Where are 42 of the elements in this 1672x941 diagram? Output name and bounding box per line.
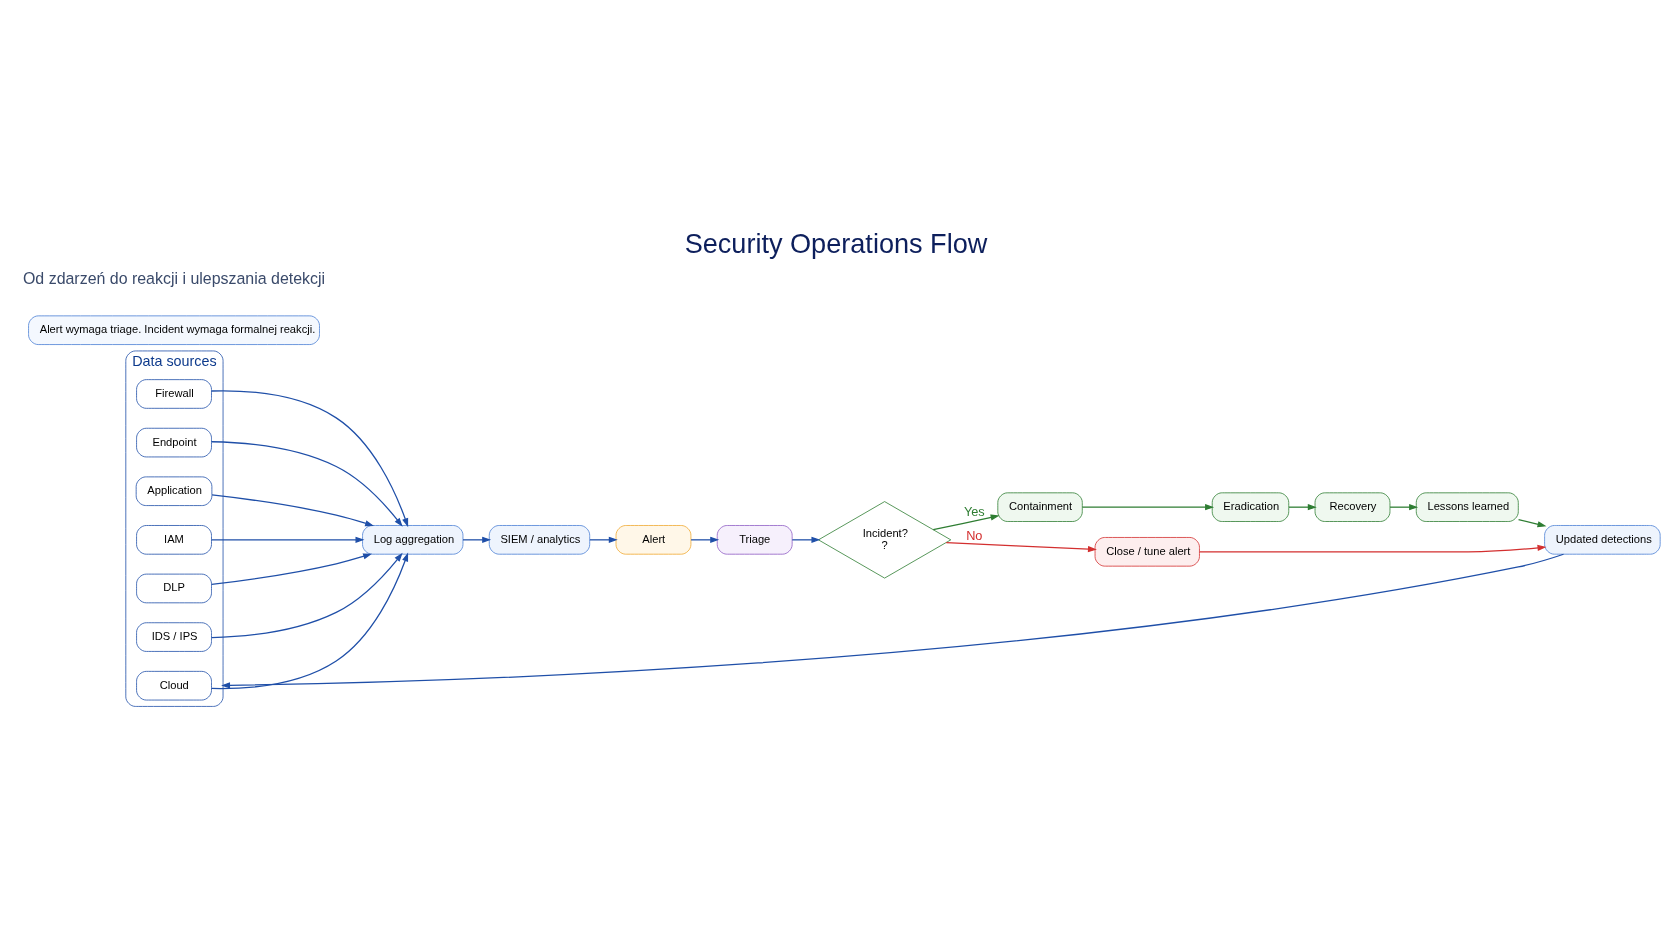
arrow: [1288, 504, 1317, 511]
node-box: Containment: [997, 492, 1083, 522]
node-box: IAM: [136, 525, 212, 555]
node-box: Alert: [615, 525, 692, 555]
node-box: Eradication: [1211, 492, 1290, 522]
arrow: [1081, 504, 1215, 511]
arrow: [210, 390, 409, 528]
node-diamond: Incident? ?: [818, 501, 952, 579]
diagram-title: Security Operations Flow: [684, 228, 988, 260]
arrow: [211, 536, 365, 543]
arrow: [211, 552, 403, 639]
arrow: [211, 441, 403, 527]
node-box: Cloud: [136, 670, 212, 701]
arrow: [791, 536, 821, 543]
node-box: Log aggregation: [362, 525, 464, 555]
arrow: [211, 553, 373, 586]
arrow: [462, 536, 492, 543]
node-box: Updated detections: [1544, 525, 1661, 555]
arrow: [690, 536, 720, 543]
arrow: [221, 553, 1565, 689]
node-box: Close / tune alert: [1094, 537, 1200, 567]
node-box: DLP: [136, 573, 212, 604]
node-box: Triage: [716, 525, 793, 555]
arrow: [589, 536, 618, 543]
arrow: [1389, 504, 1419, 511]
label: Od zdarzeń do reakcji i ulepszania detekcji: [22, 269, 326, 287]
arrow: [210, 552, 409, 690]
edge-label: Yes: [963, 503, 985, 519]
node-box: Alert wymaga triage. Incident wymaga formalnej reakcji.: [28, 315, 320, 345]
arrow: [932, 514, 1000, 531]
node-box: IDS / IPS: [136, 622, 212, 652]
node-box: Lessons learned: [1415, 492, 1519, 522]
node-box: Application: [135, 476, 213, 506]
arrow: [1517, 518, 1547, 528]
node-box: SIEM / analytics: [488, 525, 591, 555]
arrow: [1198, 544, 1547, 553]
node-box: Firewall: [136, 379, 212, 409]
arrow: [211, 494, 375, 527]
node-box: Endpoint: [136, 427, 212, 458]
arrow: [945, 542, 1097, 553]
edge-label: No: [966, 527, 983, 543]
node-box: Recovery: [1314, 492, 1391, 522]
